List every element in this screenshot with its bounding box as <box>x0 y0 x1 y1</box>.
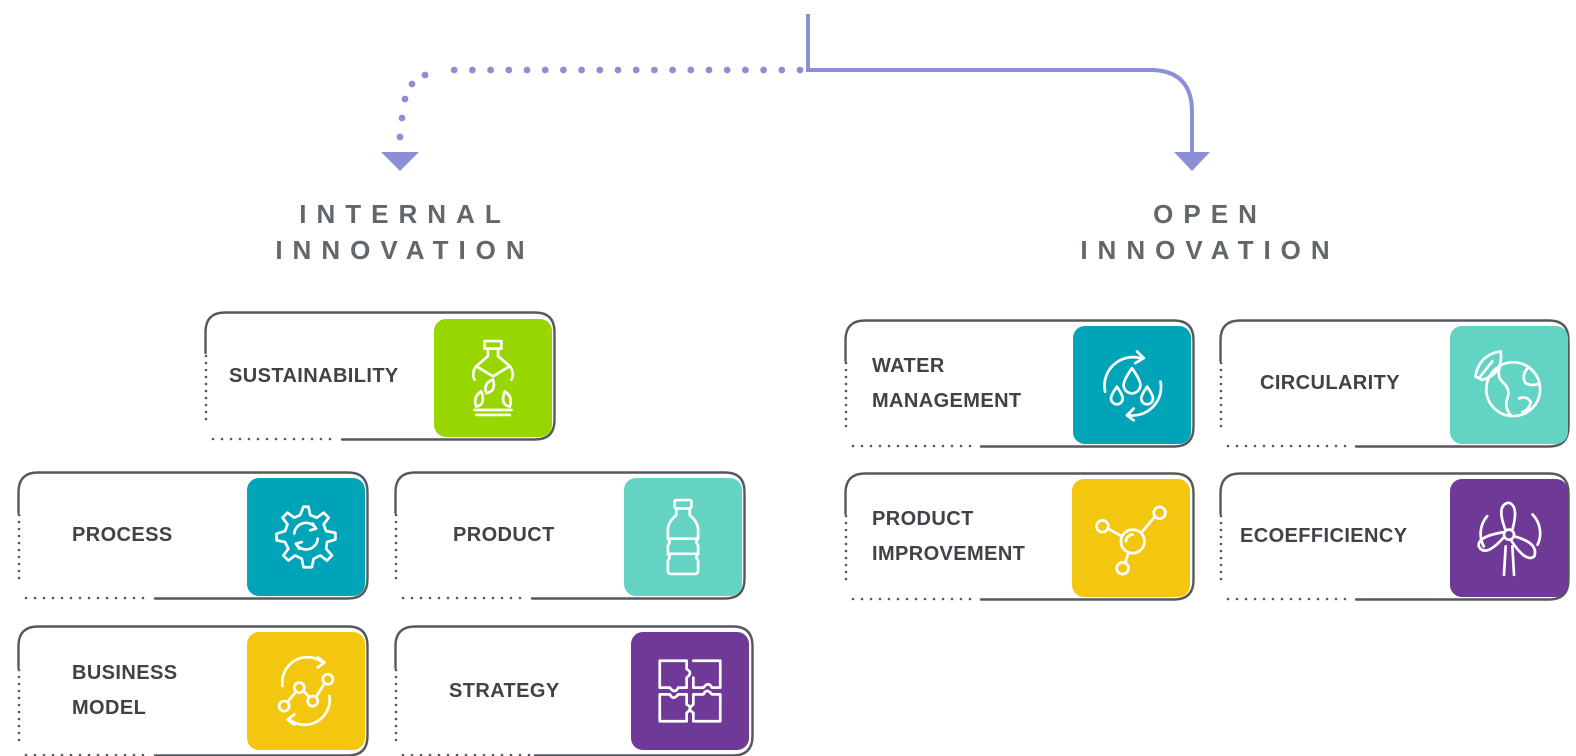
open-title-line1: OPEN <box>1153 199 1267 229</box>
icon-tile <box>434 319 552 437</box>
card-label-line: MANAGEMENT <box>872 389 1022 412</box>
bottle-leaves-icon <box>471 339 515 417</box>
card-process: PROCESS <box>17 471 369 600</box>
card-label: ECOEFFICIENCY <box>1240 473 1450 600</box>
internal-title-line1: INTERNAL <box>299 199 511 229</box>
card-frame <box>844 319 1195 448</box>
card-label-line: BUSINESS <box>72 662 178 684</box>
icon-tile <box>247 632 365 750</box>
card-frame <box>204 311 556 441</box>
card-business-model: BUSINESS MODEL <box>17 625 369 756</box>
internal-innovation-heading: INTERNAL INNOVATION <box>255 196 555 268</box>
card-label-line: PROCESS <box>72 524 173 546</box>
card-label-line: WATER <box>872 354 945 377</box>
card-frame <box>17 625 369 756</box>
card-frame <box>1219 472 1570 601</box>
card-label-line: CIRCULARITY <box>1260 372 1400 394</box>
icon-tile <box>247 478 365 596</box>
gear-cycle-icon <box>275 505 337 569</box>
card-frame <box>1219 319 1570 448</box>
card-label: PRODUCT <box>453 472 628 599</box>
card-label-line: PRODUCT <box>453 524 555 546</box>
card-label-line: STRATEGY <box>449 679 560 702</box>
card-frame <box>394 625 754 756</box>
card-label: STRATEGY <box>449 626 624 756</box>
card-sustainability: SUSTAINABILITY <box>204 311 556 441</box>
card-product-improvement: PRODUCT IMPROVEMENT <box>844 472 1195 601</box>
card-frame <box>844 472 1195 601</box>
open-title-line2: INNOVATION <box>1080 235 1340 265</box>
card-label-line: ECOEFFICIENCY <box>1240 525 1408 547</box>
card-label: PROCESS <box>72 472 247 599</box>
open-innovation-heading: OPEN INNOVATION <box>1060 196 1360 268</box>
bottle-icon <box>666 498 700 576</box>
icon-tile <box>1073 326 1191 444</box>
card-ecoefficiency: ECOEFFICIENCY <box>1219 472 1570 601</box>
card-frame <box>17 471 369 600</box>
icon-tile <box>1450 479 1568 597</box>
icon-tile <box>631 632 749 750</box>
card-label-line: PRODUCT <box>872 507 974 530</box>
growth-chart-icon <box>277 655 335 727</box>
puzzle-icon <box>658 659 722 723</box>
card-strategy: STRATEGY <box>394 625 754 756</box>
internal-title-line2: INNOVATION <box>275 235 535 265</box>
molecule-icon <box>1095 505 1167 576</box>
card-circularity: CIRCULARITY <box>1219 319 1570 448</box>
card-label-line: SUSTAINABILITY <box>229 364 399 387</box>
card-label-line: IMPROVEMENT <box>872 542 1026 565</box>
wind-turbine-icon <box>1477 501 1542 577</box>
card-frame <box>394 471 746 600</box>
card-water-management: WATER MANAGEMENT <box>844 319 1195 448</box>
dotted-connector-to-internal <box>381 66 804 171</box>
card-label: SUSTAINABILITY <box>229 312 434 440</box>
card-label: WATER MANAGEMENT <box>872 320 1072 447</box>
icon-tile <box>624 478 742 596</box>
card-label: PRODUCT IMPROVEMENT <box>872 473 1072 600</box>
icon-tile <box>1450 326 1568 444</box>
card-label: CIRCULARITY <box>1260 320 1450 447</box>
card-label: BUSINESS MODEL <box>72 626 247 756</box>
globe-leaf-icon <box>1474 350 1542 418</box>
solid-connector-to-open <box>806 14 1210 171</box>
water-cycle-icon <box>1103 350 1163 422</box>
icon-tile <box>1072 479 1190 597</box>
card-product: PRODUCT <box>394 471 746 600</box>
card-label-line: MODEL <box>72 697 147 719</box>
